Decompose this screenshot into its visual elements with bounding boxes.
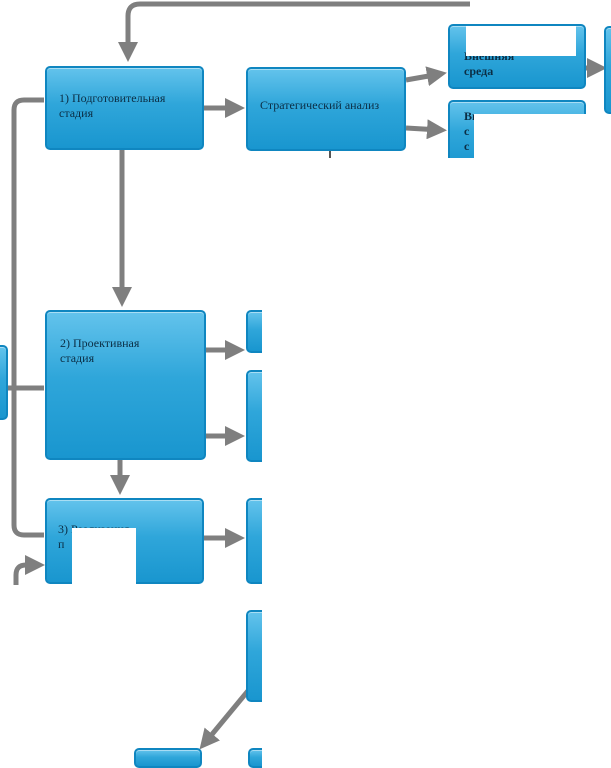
diagonal-arrow xyxy=(199,684,254,750)
feedback-arrow-top xyxy=(118,1,470,63)
occlusion-bottom-band xyxy=(0,586,611,610)
bottom-left-hook xyxy=(13,555,46,585)
box-stage2-label: 2) Проективная стадия xyxy=(60,336,140,365)
arrow-strategic-internal xyxy=(405,119,447,140)
occlusion-top-right-strip xyxy=(470,0,611,22)
left-loop-line xyxy=(11,97,44,538)
box-stage2-projective: 2) Проективная стадия xyxy=(45,310,206,460)
occlusion-right-column xyxy=(262,158,611,768)
arrow-strategic-external xyxy=(405,66,447,87)
box-strategic-analysis: Стратегический анализ xyxy=(246,67,406,151)
occlusion-external-top xyxy=(466,26,576,56)
box-strategic-label: Стратегический анализ xyxy=(260,98,380,112)
box-left-edge-partial xyxy=(0,345,8,420)
box-bottom-partial-a xyxy=(134,748,202,768)
occlusion-stage3 xyxy=(72,528,136,584)
box-right-edge-partial xyxy=(604,26,611,114)
box-stage1-preparatory: 1) Подготовительная стадия xyxy=(45,66,204,150)
box-stage1-label: 1) Подготовительная стадия xyxy=(59,91,166,120)
occlusion-internal-right xyxy=(474,114,611,158)
